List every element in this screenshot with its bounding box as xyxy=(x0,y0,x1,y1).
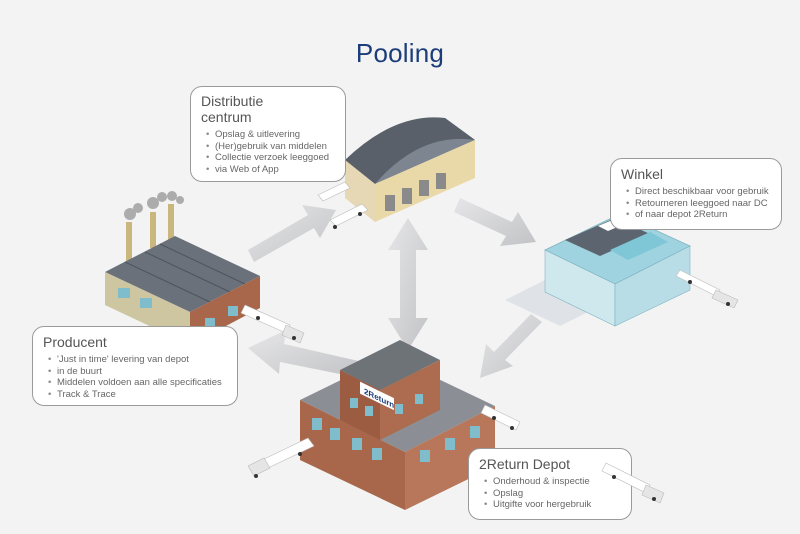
depot-items: Onderhoud & inspectie Opslag Uitgifte vo… xyxy=(479,476,621,511)
brand-sign xyxy=(360,381,394,411)
arrow-winkel-to-depot xyxy=(480,314,542,378)
depot-illustration: 2Return xyxy=(247,340,521,510)
truck-icon xyxy=(317,181,369,229)
truck-icon xyxy=(480,404,521,431)
dc-title-line1: Distributie xyxy=(201,93,264,109)
dc-item: Opslag & uitlevering xyxy=(206,129,335,141)
truck-icon xyxy=(240,304,305,344)
arrow-dc-to-winkel xyxy=(454,198,536,246)
winkel-item: of naar depot 2Return xyxy=(626,209,771,221)
arrow-dc-depot-double xyxy=(388,218,428,350)
winkel-item: Direct beschikbaar voor gebruik xyxy=(626,186,771,198)
truck-icon xyxy=(247,437,315,478)
dc-info-box: Distributie centrum Opslag & uitlevering… xyxy=(190,86,346,182)
depot-item: Uitgifte voor hergebruik xyxy=(484,499,621,511)
producent-item: Track & Trace xyxy=(48,389,227,401)
producent-title: Producent xyxy=(43,334,107,350)
arrow-depot-to-producent xyxy=(248,330,363,378)
winkel-item: Retourneren leeggoed naar DC xyxy=(626,198,771,210)
page-title: Pooling xyxy=(355,38,445,68)
dc-item: Collectie verzoek leeggoed xyxy=(206,152,335,164)
dc-item: (Her)gebruik van middelen xyxy=(206,141,335,153)
dc-items: Opslag & uitlevering (Her)gebruik van mi… xyxy=(201,129,335,175)
producent-item: 'Just in time' levering van depot xyxy=(48,354,227,366)
winkel-title: Winkel xyxy=(621,166,664,182)
depot-item: Opslag xyxy=(484,488,621,500)
producent-item: in de buurt xyxy=(48,366,227,378)
winkel-items: Direct beschikbaar voor gebruik Retourne… xyxy=(621,186,771,221)
factory-illustration xyxy=(105,191,305,345)
arrow-producent-to-dc xyxy=(248,205,336,262)
dc-title-line2: centrum xyxy=(201,109,252,125)
flow-arrows xyxy=(248,198,542,378)
winkel-info-box: Winkel Direct beschikbaar voor gebruik R… xyxy=(610,158,782,230)
depot-title: 2Return Depot xyxy=(479,456,571,472)
distribution-center-illustration xyxy=(317,117,475,229)
producent-item: Middelen voldoen aan alle specificaties xyxy=(48,377,227,389)
depot-item: Onderhoud & inspectie xyxy=(484,476,621,488)
depot-truck-icon xyxy=(601,462,665,504)
truck-icon xyxy=(675,269,739,309)
shop-illustration xyxy=(505,213,739,327)
producent-items: 'Just in time' levering van depot in de … xyxy=(43,354,227,400)
dc-item: via Web of App xyxy=(206,164,335,176)
producent-info-box: Producent 'Just in time' levering van de… xyxy=(32,326,238,406)
